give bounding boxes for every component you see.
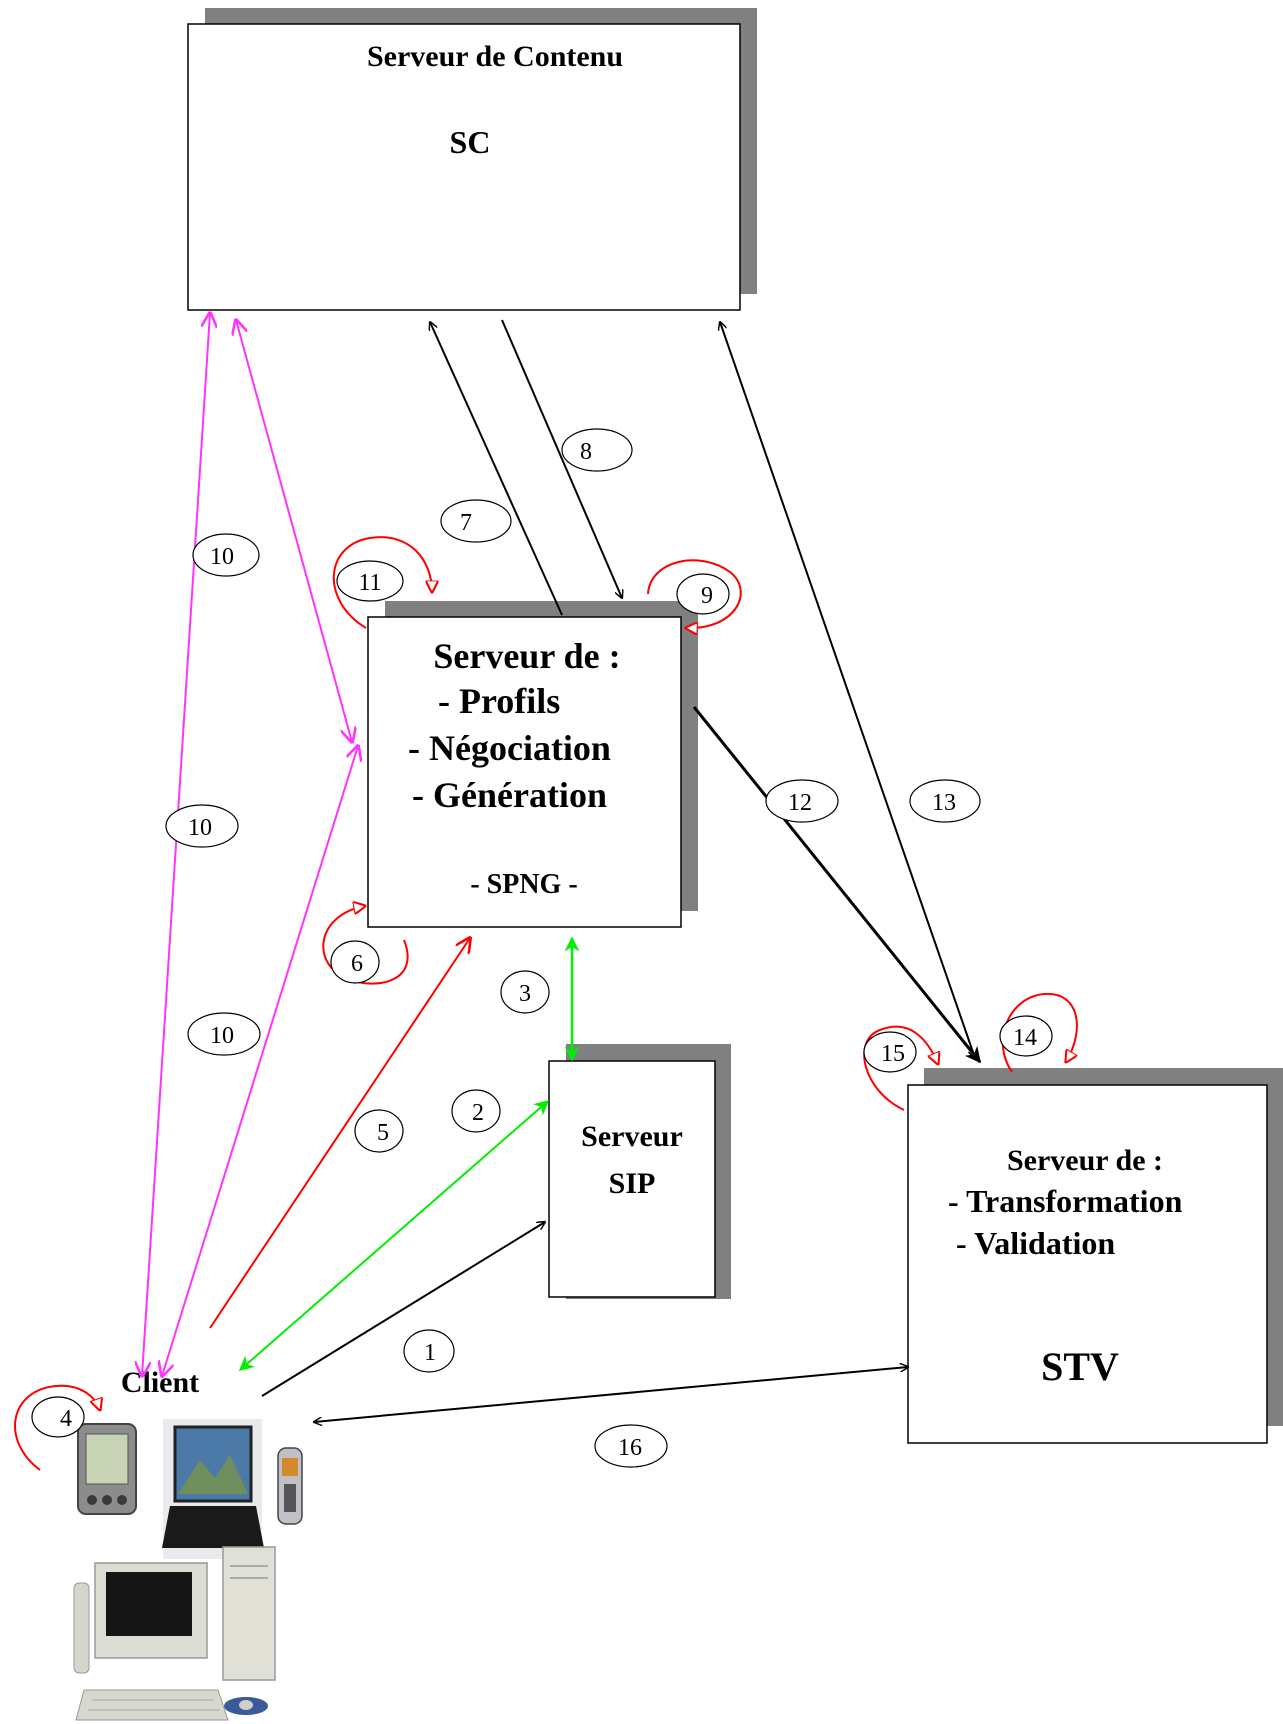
loop-4	[14, 1384, 100, 1471]
stv-role-validation: - Validation	[956, 1225, 1115, 1261]
sip-line2: SIP	[609, 1167, 656, 1200]
step-badge-15: 15	[863, 1031, 917, 1073]
sip-server-box: Serveur SIP	[548, 1044, 731, 1299]
spng-abbr: - SPNG -	[470, 869, 577, 900]
arrow-sc-spng	[236, 320, 352, 742]
svg-text:16: 16	[618, 1435, 642, 1461]
svg-text:3: 3	[519, 981, 531, 1007]
svg-text:13: 13	[932, 790, 956, 816]
svg-text:15: 15	[881, 1041, 905, 1067]
svg-text:6: 6	[351, 951, 363, 977]
svg-text:4: 4	[60, 1406, 72, 1432]
step-badge-16: 16	[594, 1424, 668, 1468]
arrow-spng-sc	[430, 322, 563, 616]
svg-text:2: 2	[472, 1100, 484, 1126]
content-server-title: Serveur de Contenu	[367, 40, 623, 73]
svg-text:9: 9	[701, 583, 713, 609]
svg-text:10: 10	[210, 1023, 234, 1049]
arrow-client-stv	[314, 1367, 908, 1422]
step-badge-5: 5	[354, 1109, 404, 1153]
stv-server-box: Serveur de : - Transformation - Validati…	[907, 1068, 1283, 1444]
spng-heading: Serveur de :	[433, 636, 620, 676]
desktop-computer-icon	[73, 1546, 276, 1721]
content-server-box: Serveur de Contenu SC	[187, 8, 757, 311]
loop-11	[332, 536, 432, 629]
spng-server-box: Serveur de : - Profils - Négociation - G…	[367, 601, 698, 928]
stv-role-transformation: - Transformation	[948, 1183, 1183, 1219]
spng-role-profils: - Profils	[438, 681, 560, 721]
spng-role-negociation: - Négociation	[408, 728, 611, 768]
step-badge-12: 12	[765, 779, 839, 823]
svg-text:8: 8	[580, 439, 592, 465]
step-badge-4: 4	[31, 1396, 85, 1438]
step-badge-7: 7	[440, 499, 512, 543]
arrow-sc-spng-response	[501, 319, 622, 598]
phone-icon	[277, 1447, 303, 1525]
arrow-client-spng-request	[209, 938, 470, 1329]
svg-text:14: 14	[1013, 1025, 1037, 1051]
svg-text:1: 1	[424, 1340, 436, 1366]
svg-text:12: 12	[788, 790, 812, 816]
step-badge-11: 11	[336, 560, 404, 602]
step-badge-10-bottom: 10	[187, 1012, 261, 1056]
step-badge-3: 3	[500, 970, 550, 1014]
step-badge-8: 8	[561, 428, 633, 472]
svg-text:7: 7	[460, 510, 472, 536]
pda-icon	[77, 1423, 137, 1515]
svg-text:11: 11	[358, 570, 381, 596]
laptop-icon	[162, 1419, 264, 1559]
connectors	[14, 313, 1078, 1471]
arrow-sc-stv	[720, 322, 975, 1058]
arrow-client-spng	[162, 746, 358, 1376]
arrow-client-sip-invite	[261, 1222, 545, 1397]
step-badge-10-middle: 10	[165, 804, 239, 848]
step-badge-1: 1	[403, 1329, 455, 1373]
stv-abbr: STV	[1041, 1344, 1119, 1389]
client-label: Client	[121, 1366, 199, 1399]
step-badge-10-top: 10	[192, 533, 260, 577]
step-badge-13: 13	[909, 779, 981, 823]
svg-text:10: 10	[210, 544, 234, 570]
loop-9	[647, 559, 742, 628]
arrow-client-sip	[238, 1100, 550, 1371]
arrow-spng-stv	[692, 706, 982, 1064]
step-badges: 1 2 3 4 5 6 7 8	[31, 428, 1053, 1468]
step-badge-14: 14	[999, 1015, 1053, 1057]
loop-15	[863, 1025, 938, 1111]
step-badge-6: 6	[330, 940, 380, 984]
client: Client	[73, 1366, 303, 1721]
content-server-abbr: SC	[450, 124, 491, 160]
svg-text:5: 5	[377, 1120, 389, 1146]
step-badge-9: 9	[676, 573, 730, 615]
svg-text:10: 10	[188, 815, 212, 841]
spng-role-generation: - Génération	[412, 775, 607, 815]
sip-line1: Serveur	[581, 1120, 683, 1153]
stv-heading: Serveur de :	[1007, 1144, 1163, 1177]
step-badge-2: 2	[451, 1089, 501, 1133]
